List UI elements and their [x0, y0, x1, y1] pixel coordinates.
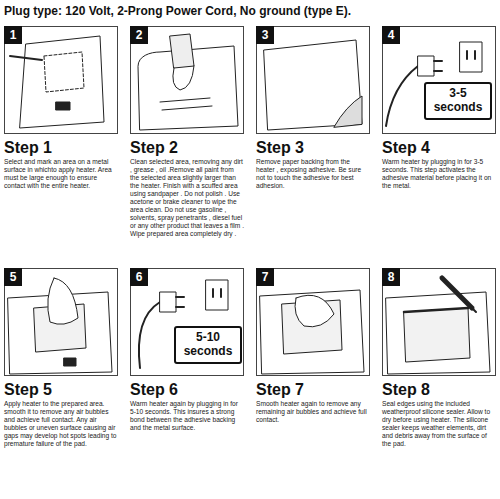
power-cord — [386, 66, 418, 126]
step-heading: Step 5 — [4, 382, 118, 398]
step-description: Select and mark an area on a metal surfa… — [4, 158, 118, 190]
step-number-badge: 4 — [382, 26, 400, 44]
metal-surface — [20, 36, 104, 128]
step-heading: Step 8 — [382, 382, 496, 398]
peeled-corner — [334, 96, 362, 127]
marker-pen — [10, 56, 42, 60]
prongs — [434, 61, 442, 71]
scuff-lines — [160, 98, 212, 110]
step-description: Smooth heater again to remove any remain… — [256, 400, 370, 424]
metal-surface — [260, 290, 364, 374]
step-number-badge: 1 — [4, 26, 22, 44]
step-description: Warm heater again by plugging in for 5-1… — [130, 400, 244, 432]
step-heading: Step 1 — [4, 140, 118, 156]
step-heading: Step 3 — [256, 140, 370, 156]
hand — [48, 278, 78, 324]
smooth-heater-sketch — [260, 290, 364, 374]
heater-switch — [64, 358, 76, 366]
step-description: Clean selected area, removing any dirt ,… — [130, 158, 244, 238]
peel-backing-sketch — [264, 40, 362, 130]
step-panel: Step 6 Warm heater again by plugging in f… — [130, 268, 244, 433]
prongs — [176, 297, 184, 307]
outlet-slots — [213, 289, 221, 297]
callout-number: 4 — [388, 29, 395, 41]
plug — [418, 56, 434, 76]
seal-edges-sketch — [386, 278, 490, 374]
step-panel: Step 3 Remove paper backing from the heat… — [256, 26, 370, 191]
heater-pad — [404, 308, 470, 362]
step-description: Seal edges using the included weatherpro… — [382, 400, 496, 448]
callout-number: 6 — [136, 271, 143, 283]
step-number-badge: 2 — [130, 26, 148, 44]
duration-label: 5-10 seconds — [180, 331, 236, 359]
step-number-badge: 8 — [382, 268, 400, 286]
hand — [173, 66, 194, 90]
step-panel: Step 4 Warm heater by plugging in for 3-5… — [382, 26, 496, 191]
step-panel: Step 5 Apply heater to the prepared area.… — [4, 268, 118, 449]
page-title: Plug type: 120 Volt, 2-Prong Power Cord,… — [4, 5, 351, 18]
step-panel: Step 2 Clean selected area, removing any … — [130, 26, 244, 239]
clean-area-sketch — [138, 34, 238, 130]
step-heading: Step 2 — [130, 140, 244, 156]
apply-heater-sketch — [8, 278, 112, 374]
step-description: Remove paper backing from the heater , e… — [256, 158, 370, 190]
step-panel: Step 8 Seal edges using the included weat… — [382, 268, 496, 449]
hand — [295, 295, 334, 327]
marked-area — [44, 52, 84, 92]
outlet-slots — [467, 51, 475, 59]
step-number-badge: 7 — [256, 268, 274, 286]
callout-number: 3 — [262, 29, 269, 41]
step-description: Apply heater to the prepared area. smoot… — [4, 400, 118, 448]
time-box: 3-5 seconds — [424, 82, 492, 120]
step-panel: Step 7 Smooth heater again to remove any … — [256, 268, 370, 425]
step-number-badge: 5 — [4, 268, 22, 286]
step-heading: Step 6 — [130, 382, 244, 398]
duration-label: 3-5 seconds — [430, 87, 486, 115]
outlet — [206, 280, 228, 310]
tube-nozzle — [472, 308, 476, 312]
callout-number: 1 — [10, 29, 17, 41]
heater-sheet — [264, 40, 362, 130]
step-number-badge: 3 — [256, 26, 274, 44]
step-heading: Step 4 — [382, 140, 496, 156]
scrubber — [170, 34, 194, 68]
sealer-tube — [442, 278, 472, 308]
step-heading: Step 7 — [256, 382, 370, 398]
sealer-bead — [404, 308, 468, 312]
power-cord — [139, 302, 160, 368]
callout-number: 8 — [388, 271, 395, 283]
callout-number: 5 — [10, 271, 17, 283]
step-panel: Step 1 Select and mark an area on a metal… — [4, 26, 118, 191]
mark-area-sketch — [10, 36, 104, 128]
outlet — [460, 42, 482, 72]
plug — [160, 292, 176, 312]
time-box: 5-10 seconds — [174, 326, 242, 364]
callout-number: 2 — [136, 29, 143, 41]
metal-surface — [386, 292, 490, 374]
heater-switch — [56, 102, 70, 110]
callout-number: 7 — [262, 271, 269, 283]
step-description: Warm heater by plugging in for 3-5 secon… — [382, 158, 496, 190]
step-number-badge: 6 — [130, 268, 148, 286]
